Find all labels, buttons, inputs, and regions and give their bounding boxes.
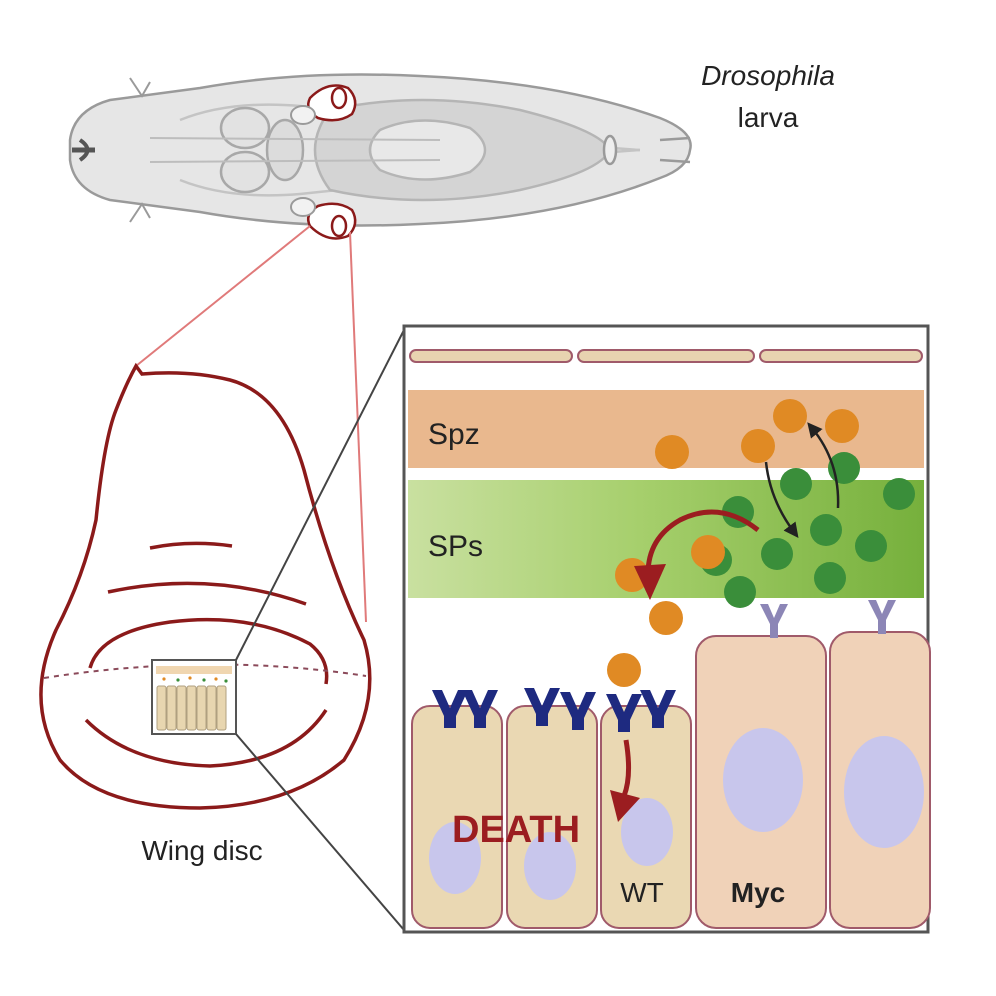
sps-label: SPs [428,530,483,563]
organism-stage-label: larva [738,102,799,133]
detail-panel: Spz SPs [404,326,930,932]
sp-band [408,480,924,598]
peripodial-cells [410,350,922,362]
myc-label: Myc [731,877,785,908]
death-label: DEATH [452,809,580,851]
organism-name-label: Drosophila [701,60,835,91]
wing-disc-outline [41,366,370,808]
wing-disc-label: Wing disc [141,835,262,866]
larva-illustration [70,75,691,226]
spz-label: Spz [428,418,480,451]
wt-label: WT [620,877,664,908]
wing-disc-inset-box [152,660,236,734]
